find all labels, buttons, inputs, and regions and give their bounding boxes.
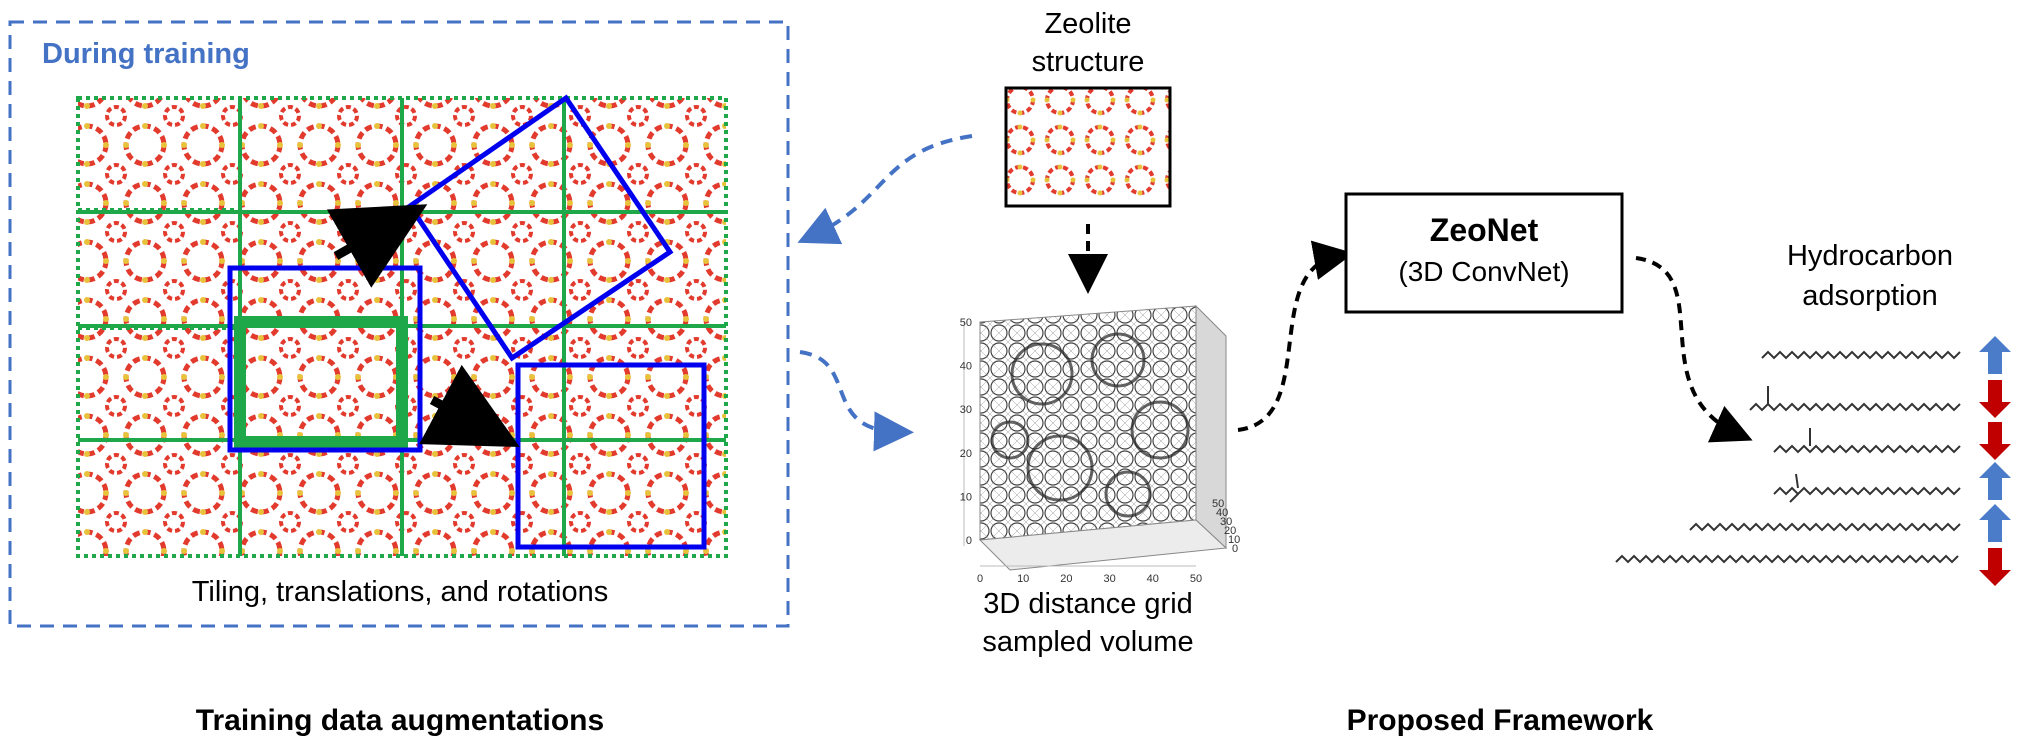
grid-y-tick: 50: [960, 317, 972, 329]
rotation-arrow: [326, 204, 428, 288]
grid-y-tick: 20: [960, 448, 972, 460]
from-training-arrow: [799, 350, 914, 452]
grid-x-tick: 0: [977, 573, 983, 585]
adsorption-up-arrow: [1979, 462, 2011, 500]
grid-y-tick: 30: [960, 404, 972, 416]
zeonet-to-adsorption-arrow: [1635, 256, 1753, 443]
adsorption-down-arrow: [1979, 548, 2011, 586]
grid-x-tick: 10: [1017, 573, 1029, 585]
translation-arrow: [419, 364, 520, 447]
training-panel-title: During training: [42, 38, 250, 70]
adsorption-down-arrow: [1979, 380, 2011, 418]
crop-box-rotated: [406, 94, 674, 362]
adsorption-arrows: [1979, 336, 2011, 586]
training-panel-border: [8, 20, 790, 628]
grid-y-tick: 10: [960, 491, 972, 503]
zeonet-box: [1344, 192, 1624, 314]
to-training-arrow: [797, 134, 973, 245]
grid-z-tick: 0: [1232, 543, 1238, 555]
zeolite-structure-image: [1006, 88, 1170, 206]
grid-z-tick: 20: [1224, 525, 1236, 537]
grid-x-tick: 20: [1060, 573, 1072, 585]
zeolite-title-line2: structure: [1031, 46, 1145, 78]
hydrocarbon-title-line1: Hydrocarbon: [1786, 240, 1954, 272]
grid-y-tick: 0: [966, 535, 972, 547]
grid-z-tick: 40: [1216, 507, 1228, 519]
original-tile-highlight: [234, 316, 408, 448]
crop-box-original: [227, 265, 423, 453]
grid-x-tick: 30: [1103, 573, 1115, 585]
grid-y-tick: 40: [960, 361, 972, 373]
bottom-label-right: Proposed Framework: [1346, 704, 1654, 737]
adsorption-up-arrow: [1979, 336, 2011, 374]
grid-x-tick: 50: [1190, 573, 1202, 585]
grid-z-tick: 50: [1212, 498, 1224, 510]
grid-to-zeonet-arrow: [1237, 240, 1354, 432]
grid-y-ticks: 0 10 20 30 40 50: [960, 317, 972, 547]
crop-box-translated: [515, 362, 707, 550]
adsorption-up-arrow: [1979, 504, 2011, 542]
grid-caption-line2: sampled volume: [982, 626, 1194, 658]
hydrocarbon-molecules: [1615, 350, 1961, 564]
distance-grid-plot: [963, 304, 1228, 571]
training-panel-caption: Tiling, translations, and rotations: [191, 576, 609, 608]
zeolite-title-line1: Zeolite: [1044, 8, 1132, 40]
grid-z-tick: 10: [1228, 534, 1240, 546]
grid-caption-line1: 3D distance grid: [983, 588, 1193, 620]
bottom-label-left: Training data augmentations: [195, 704, 605, 737]
adsorption-down-arrow: [1979, 422, 2011, 460]
zeonet-name: ZeoNet: [1429, 212, 1539, 248]
grid-x-ticks: 0 10 20 30 40 50: [977, 573, 1202, 585]
zeonet-subtitle: (3D ConvNet): [1398, 256, 1570, 287]
grid-x-tick: 40: [1147, 573, 1159, 585]
hydrocarbon-title-line2: adsorption: [1802, 280, 1938, 312]
grid-z-tick: 30: [1220, 516, 1232, 528]
